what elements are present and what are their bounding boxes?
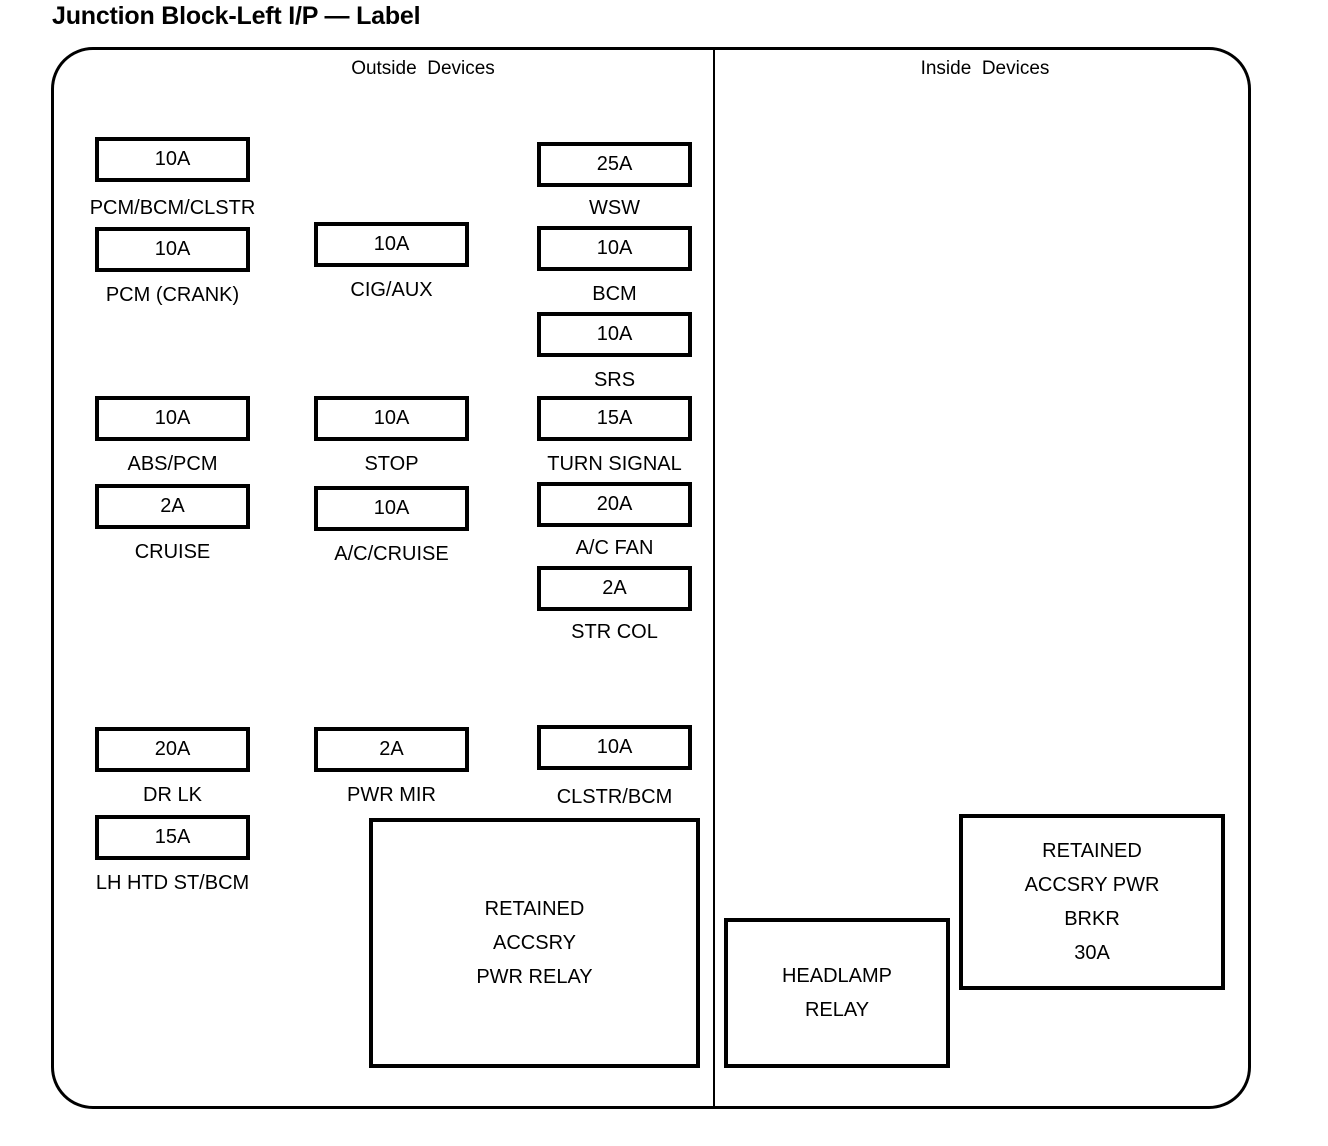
headlamp-relay-label-line-1: HEADLAMP — [781, 965, 893, 987]
fuse-amp-rating: 10A — [596, 237, 633, 259]
fuse-amp-rating: 10A — [373, 407, 410, 429]
fuse-cig-aux[interactable]: 10A — [314, 222, 469, 267]
fuse-clstr-bcm[interactable]: 10A — [537, 725, 692, 770]
page-title: Junction Block-Left I/P — Label — [52, 2, 421, 30]
relay-label-line-3: PWR RELAY — [476, 966, 593, 988]
fuse-wsw[interactable]: 25A — [537, 142, 692, 187]
fuse-pcm-bcm-clstr[interactable]: 10A — [95, 137, 250, 182]
fuse-amp-rating: 10A — [154, 238, 191, 260]
fuse-label-bcm: BCM — [592, 283, 637, 305]
headlamp-relay-box[interactable]: HEADLAMP RELAY — [724, 918, 950, 1068]
fuse-label-pcm-bcm-clstr: PCM/BCM/CLSTR — [89, 197, 256, 219]
breaker-amp-rating: 30A — [1074, 942, 1110, 964]
fuse-label-ac-cruise: A/C/CRUISE — [334, 543, 449, 565]
fuse-amp-rating: 20A — [154, 738, 191, 760]
breaker-label-line-3: BRKR — [1064, 908, 1120, 930]
fuse-label-cruise: CRUISE — [134, 541, 211, 563]
fuse-amp-rating: 25A — [596, 153, 633, 175]
fuse-pwr-mir[interactable]: 2A — [314, 727, 469, 772]
fuse-label-dr-lk: DR LK — [143, 784, 202, 806]
fuse-amp-rating: 10A — [154, 407, 191, 429]
fuse-stop[interactable]: 10A — [314, 396, 469, 441]
fuse-srs[interactable]: 10A — [537, 312, 692, 357]
fuse-amp-rating: 10A — [154, 148, 191, 170]
section-header-inside-devices: Inside Devices — [920, 58, 1050, 79]
fuse-label-pcm-crank: PCM (CRANK) — [105, 284, 240, 306]
fuse-label-srs: SRS — [593, 369, 636, 391]
fuse-amp-rating: 15A — [596, 407, 633, 429]
breaker-label-line-2: ACCSRY PWR — [1024, 874, 1160, 896]
fuse-ac-cruise[interactable]: 10A — [314, 486, 469, 531]
fuse-amp-rating: 2A — [160, 495, 185, 517]
fuse-amp-rating: 10A — [596, 323, 633, 345]
fuse-amp-rating: 2A — [602, 577, 627, 599]
fuse-ac-fan[interactable]: 20A — [537, 482, 692, 527]
fuse-label-stop: STOP — [364, 453, 419, 475]
fuse-label-pwr-mir: PWR MIR — [347, 784, 436, 806]
fuse-turn-signal[interactable]: 15A — [537, 396, 692, 441]
fuse-label-cig-aux: CIG/AUX — [350, 279, 433, 301]
fuse-label-turn-signal: TURN SIGNAL — [547, 453, 682, 475]
fuse-str-col[interactable]: 2A — [537, 566, 692, 611]
fuse-label-str-col: STR COL — [571, 621, 658, 643]
fuse-dr-lk[interactable]: 20A — [95, 727, 250, 772]
fuse-pcm-crank[interactable]: 10A — [95, 227, 250, 272]
breaker-label-line-1: RETAINED — [1042, 840, 1142, 862]
fuse-lh-htd-st-bcm[interactable]: 15A — [95, 815, 250, 860]
fuse-cruise[interactable]: 2A — [95, 484, 250, 529]
fuse-amp-rating: 2A — [379, 738, 404, 760]
fuse-amp-rating: 15A — [154, 826, 191, 848]
headlamp-relay-label-line-2: RELAY — [804, 999, 870, 1021]
fuse-bcm[interactable]: 10A — [537, 226, 692, 271]
fuse-amp-rating: 10A — [373, 233, 410, 255]
section-header-outside-devices: Outside Devices — [351, 58, 495, 79]
fuse-amp-rating: 10A — [596, 736, 633, 758]
fuse-amp-rating: 20A — [596, 493, 633, 515]
fuse-label-clstr-bcm: CLSTR/BCM — [556, 786, 673, 808]
retained-accsry-pwr-brkr-box[interactable]: RETAINED ACCSRY PWR BRKR 30A — [959, 814, 1225, 990]
fuse-label-wsw: WSW — [588, 197, 641, 219]
retained-accsry-pwr-relay-box[interactable]: RETAINED ACCSRY PWR RELAY — [369, 818, 700, 1068]
relay-label-line-2: ACCSRY — [493, 932, 576, 954]
relay-label-line-1: RETAINED — [484, 898, 585, 920]
fuse-abs-pcm[interactable]: 10A — [95, 396, 250, 441]
fuse-label-ac-fan: A/C FAN — [575, 537, 654, 559]
fuse-label-abs-pcm: ABS/PCM — [127, 453, 218, 475]
fuse-amp-rating: 10A — [373, 497, 410, 519]
outside-inside-divider — [713, 49, 715, 1107]
fuse-label-lh-htd-st-bcm: LH HTD ST/BCM — [95, 872, 250, 894]
